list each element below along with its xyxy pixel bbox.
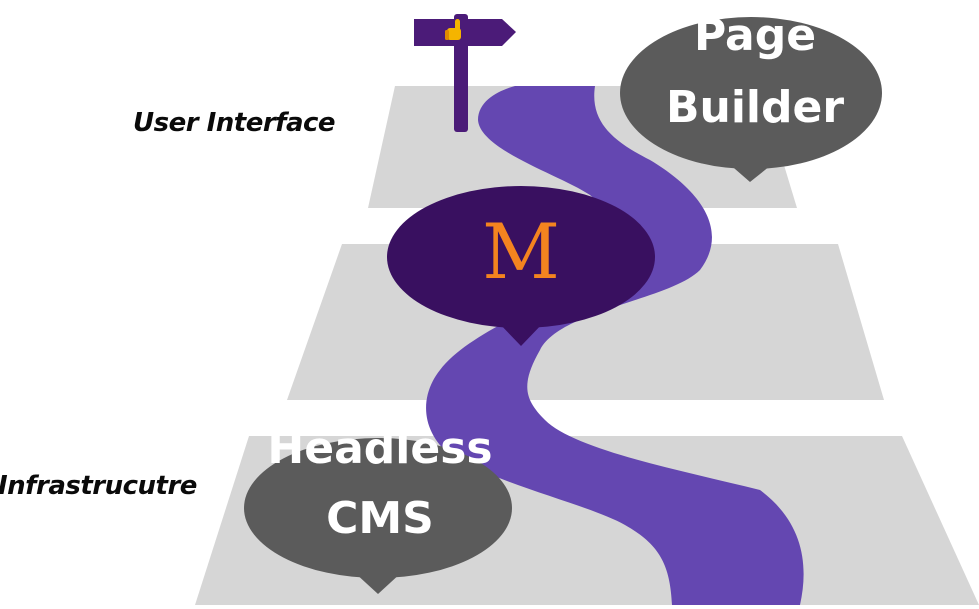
page-builder-bubble [620,17,882,182]
core-bubble [387,186,655,346]
headless-cms-title-line1: Headless [267,423,493,474]
core-logo-letter: M [482,207,560,296]
infrastructure-label: Infrastrucutre [0,471,197,501]
signpost-board [414,19,516,46]
headless-cms-title-line2: CMS [326,493,434,544]
thumbs-up-icon [445,19,461,40]
page-builder-title-line1: Page [693,10,817,61]
headless-cms-bubble [244,438,512,594]
page-builder-title-line2: Builder [665,82,845,133]
river-path [426,86,804,605]
signpost [414,14,516,132]
user-interface-label: User Interface [133,108,336,138]
